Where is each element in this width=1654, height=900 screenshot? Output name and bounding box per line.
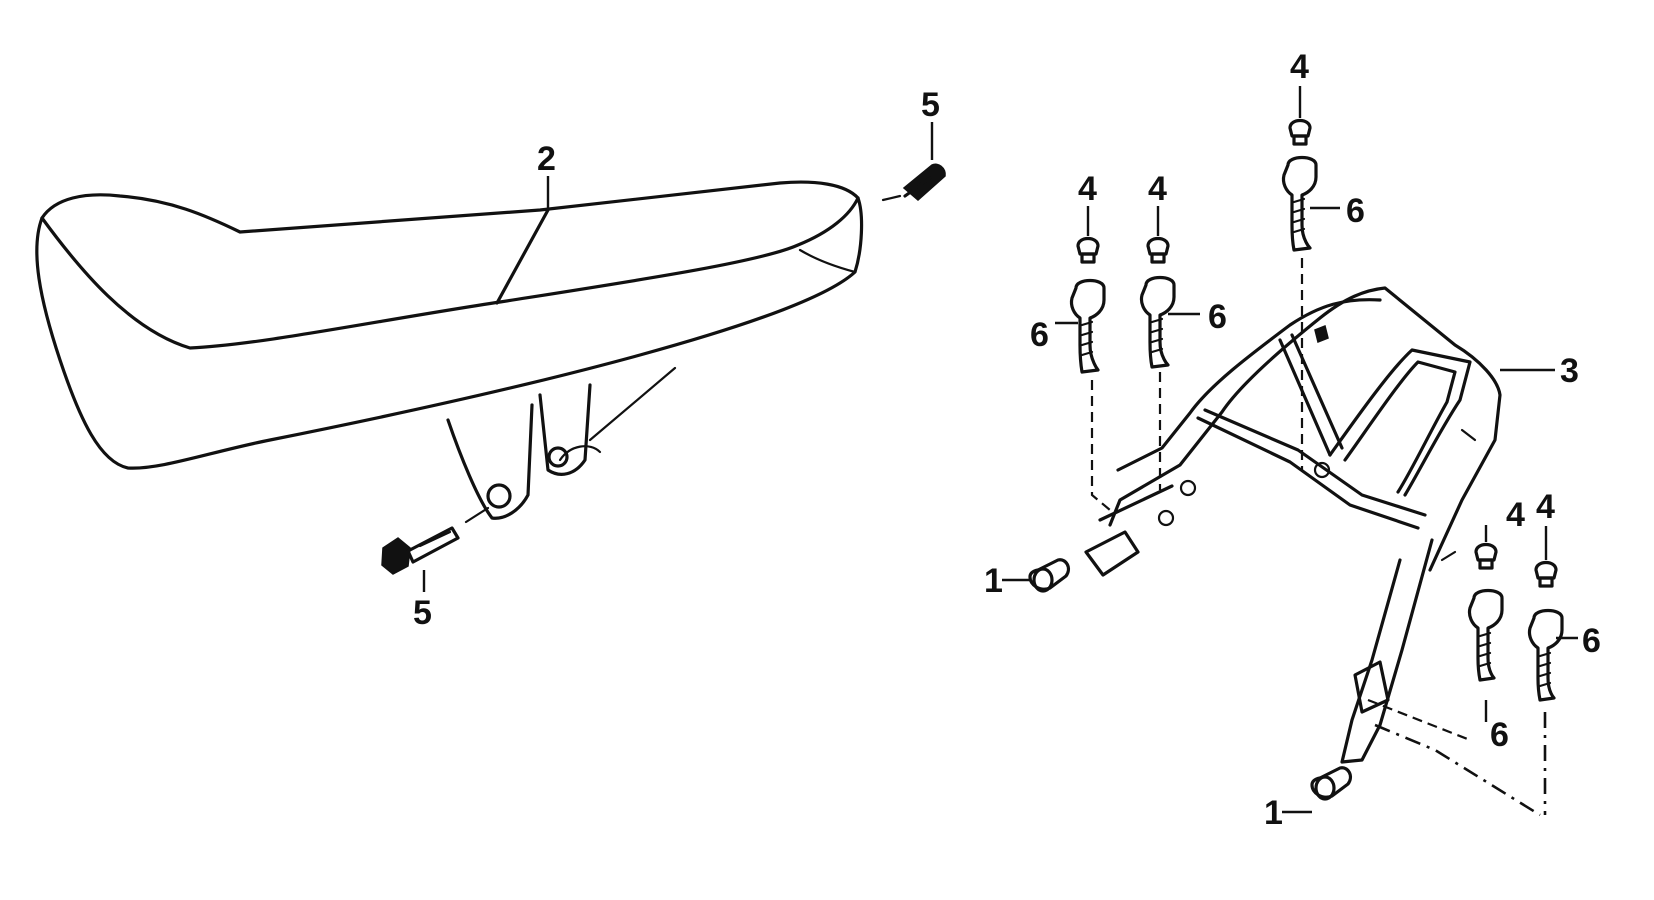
callout-4-b: 4 (1148, 170, 1167, 236)
callout-label: 4 (1290, 48, 1309, 86)
callout-2: 2 (537, 140, 556, 210)
callout-label: 1 (984, 562, 1003, 600)
callout-5-top: 5 (921, 86, 940, 160)
callout-4-d: 4 (1484, 496, 1525, 542)
seat-cap-right-drawing (1310, 766, 1353, 801)
callout-4-a: 4 (1078, 170, 1097, 236)
seat-bolt-top-drawing (881, 163, 946, 202)
callout-label: 6 (1346, 192, 1365, 230)
seat-bolt-bottom-drawing (381, 526, 460, 575)
callout-5-bottom: 5 (413, 570, 432, 632)
callout-4-c: 4 (1290, 48, 1309, 118)
assembly-guide-lines (1090, 258, 1547, 817)
callout-6-d: 6 (1484, 700, 1509, 754)
callout-6-b: 6 (1168, 298, 1227, 336)
callout-6-c: 6 (1310, 192, 1365, 230)
seat-cap-left-drawing (1028, 558, 1071, 593)
callout-label: 1 (1264, 794, 1283, 832)
carrier-bolts-drawing (1069, 155, 1564, 702)
callout-label: 6 (1208, 298, 1227, 336)
callout-label: 6 (1582, 622, 1601, 660)
callout-label: 4 (1536, 488, 1555, 526)
callout-label: 2 (537, 140, 556, 178)
callout-label: 6 (1030, 316, 1049, 354)
callout-1-left: 1 (984, 562, 1030, 600)
callout-label: 4 (1506, 496, 1525, 534)
callout-6-a: 6 (1030, 316, 1078, 354)
callout-label: 3 (1560, 352, 1579, 390)
callout-label: 4 (1078, 170, 1097, 208)
callout-6-e: 6 (1556, 622, 1601, 660)
rubber-caps-drawing (1076, 118, 1558, 588)
callout-1-right: 1 (1264, 794, 1312, 832)
callout-label: 6 (1490, 716, 1509, 754)
callout-label: 5 (413, 594, 432, 632)
rear-carrier-drawing (1084, 286, 1502, 764)
callout-label: 4 (1148, 170, 1167, 208)
callout-3: 3 (1500, 352, 1579, 390)
callout-label: 5 (921, 86, 940, 124)
callout-4-e: 4 (1536, 488, 1555, 560)
seat-drawing (35, 180, 864, 524)
